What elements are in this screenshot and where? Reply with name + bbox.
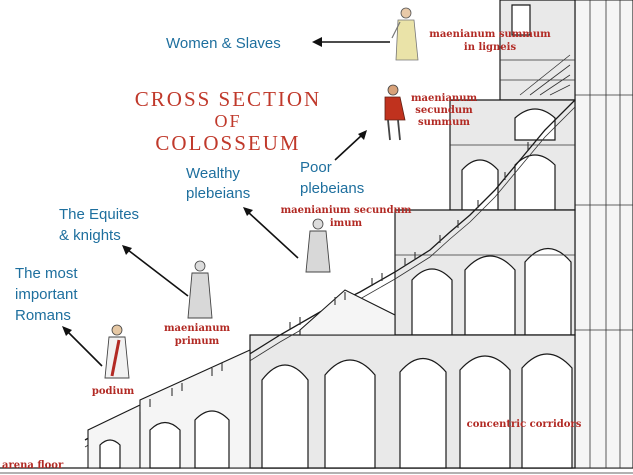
section-secundum-imum-1: maenianium secundum bbox=[281, 205, 412, 216]
title-line-2: OF bbox=[214, 111, 241, 131]
figure-senator-icon bbox=[104, 324, 130, 379]
label-important-3: Romans bbox=[15, 307, 71, 324]
label-wealthy-2: plebeians bbox=[186, 185, 250, 202]
diagram-title: CROSS SECTION OF COLOSSEUM bbox=[135, 87, 321, 155]
label-poor-2: plebeians bbox=[300, 180, 364, 197]
section-secundum-summum-1: maenianum bbox=[411, 93, 478, 104]
title-line-1: CROSS SECTION bbox=[135, 87, 321, 111]
outer-wall bbox=[574, 0, 633, 469]
arrow-equites bbox=[127, 249, 189, 297]
figure-red-toga-icon bbox=[384, 84, 406, 141]
label-poor-1: Poor bbox=[300, 159, 332, 176]
figure-woman-icon bbox=[391, 7, 419, 61]
section-podium: podium bbox=[92, 386, 135, 397]
title-line-3: COLOSSEUM bbox=[155, 131, 300, 155]
section-summum-1: maenianum summum bbox=[429, 29, 551, 40]
section-primum-2: primum bbox=[175, 336, 220, 347]
section-concentric-corridors: concentric corridors bbox=[467, 419, 582, 430]
label-important-2: important bbox=[15, 286, 78, 303]
section-secundum-summum-2: secundum bbox=[415, 105, 473, 116]
label-equites-1: The Equites bbox=[59, 206, 139, 223]
section-primum-1: maenianum bbox=[164, 323, 231, 334]
section-summum-2: in ligneis bbox=[464, 42, 517, 53]
figure-plebeian-icon bbox=[305, 218, 331, 273]
arrow-poor bbox=[334, 134, 363, 161]
label-important-1: The most bbox=[15, 265, 78, 282]
crowd-marks bbox=[139, 142, 529, 412]
arrow-important bbox=[67, 331, 103, 367]
label-wealthy-1: Wealthy bbox=[186, 165, 240, 182]
label-women-slaves: Women & Slaves bbox=[166, 35, 281, 52]
section-arena-floor: arena floor bbox=[2, 460, 64, 471]
arrows bbox=[62, 37, 390, 367]
section-secundum-summum-3: summum bbox=[418, 117, 470, 128]
figure-equite-icon bbox=[187, 260, 213, 319]
section-secundum-imum-2: imum bbox=[330, 218, 363, 229]
arrow-wealthy bbox=[247, 211, 299, 259]
label-equites-2: & knights bbox=[59, 227, 121, 244]
